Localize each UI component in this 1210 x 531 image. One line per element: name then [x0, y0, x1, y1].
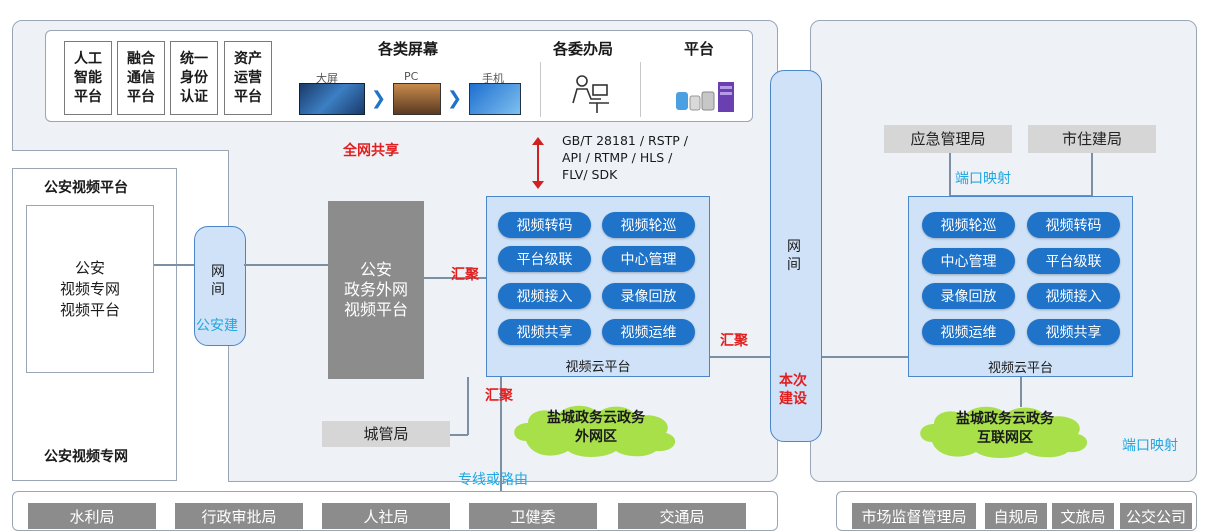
huiju-label-2: 汇聚: [720, 333, 748, 349]
link-chengguan-h: [450, 434, 468, 436]
link-extranet-cloud: [424, 277, 486, 279]
right-pill-transcode: 视频转码: [1027, 212, 1120, 238]
gov-extranet-platform: 公安 政务外网 视频平台: [328, 201, 424, 379]
ai-platform-tile: 人工 智能 平台: [64, 41, 112, 115]
housing-bureau-box: 市住建局: [1028, 125, 1156, 153]
platform-title: 平台: [684, 40, 715, 58]
link-rtop-h: [949, 195, 1092, 197]
bottom-box-natural: 自规局: [985, 503, 1047, 529]
link-cloud-down: [500, 377, 502, 492]
chevron-right-icon: ❯: [371, 88, 387, 109]
left-pill-ops: 视频运维: [602, 319, 695, 345]
screen-label-pc: PC: [404, 70, 419, 83]
left-network-label: 盐城政务云政务 外网区: [547, 410, 645, 445]
left-pill-patrol: 视频轮巡: [602, 212, 695, 238]
left-pill-access: 视频接入: [498, 283, 591, 309]
port-mapping-bottom: 端口映射: [1122, 438, 1178, 454]
right-network-label: 盐城政务云政务 互联网区: [956, 411, 1054, 446]
bottom-box-market: 市场监督管理局: [852, 503, 976, 529]
link-rtop2: [1091, 153, 1093, 196]
left-pill-playback: 录像回放: [602, 283, 695, 309]
link-cloud-chengguan: [467, 377, 469, 435]
left-pill-center: 中心管理: [602, 246, 695, 272]
huiju-label-3: 汇聚: [485, 388, 513, 404]
link-rtop1: [949, 153, 951, 196]
chevron-right-icon: ❯: [447, 88, 463, 109]
police-gateway: [194, 226, 246, 346]
dedicated-line-label: 专线或路由: [458, 472, 528, 488]
share-label: 全网共享: [343, 143, 399, 159]
port-mapping-top: 端口映射: [955, 171, 1011, 187]
right-cloud-caption: 视频云平台: [987, 361, 1053, 376]
identity-auth-tile: 统一 身份 认证: [170, 41, 218, 115]
right-pill-playback: 录像回放: [922, 283, 1015, 309]
bottom-box-hr: 人社局: [322, 503, 450, 529]
region-cutout-top: [12, 150, 229, 151]
screens-title: 各类屏幕: [378, 40, 439, 58]
screen-label-big: 大屏: [316, 72, 338, 85]
office-worker-icon: [567, 73, 611, 115]
bottom-box-transport: 交通局: [618, 503, 746, 529]
right-pill-share: 视频共享: [1027, 319, 1120, 345]
divider: [640, 62, 641, 117]
left-network-cloud: [506, 401, 686, 457]
left-cloud-caption: 视频云平台: [565, 360, 631, 375]
big-screen-image: [299, 83, 365, 115]
bottom-box-approval: 行政审批局: [175, 503, 303, 529]
police-gateway-label: 网 间: [211, 264, 225, 298]
right-pill-cascade: 平台级联: [1027, 248, 1120, 274]
phone-image: [469, 83, 521, 115]
bottom-box-water: 水利局: [28, 503, 156, 529]
bottom-box-tourism: 文旅局: [1052, 503, 1114, 529]
bottom-box-bus: 公交公司: [1120, 503, 1192, 529]
link-cloud-center: [710, 356, 770, 358]
right-pill-access: 视频接入: [1027, 283, 1120, 309]
fusion-comm-tile: 融合 通信 平台: [117, 41, 165, 115]
police-network-label: 公安视频专网: [44, 449, 128, 465]
police-title: 公安视频平台: [44, 180, 128, 196]
right-pill-ops: 视频运维: [922, 319, 1015, 345]
center-gateway-bottom: 本次 建设: [779, 373, 807, 407]
screen-label-phone: 手机: [482, 72, 504, 85]
police-build-label: 公安建: [196, 318, 238, 334]
protocols-text: GB/T 28181 / RSTP / API / RTMP / HLS / F…: [562, 133, 688, 182]
pc-image: [393, 83, 441, 115]
left-pill-cascade: 平台级联: [498, 246, 591, 272]
left-pill-share: 视频共享: [498, 319, 591, 345]
huiju-label-1: 汇聚: [451, 267, 479, 283]
emergency-bureau-box: 应急管理局: [884, 125, 1012, 153]
right-pill-center: 中心管理: [922, 248, 1015, 274]
center-gateway-top: 网 间: [787, 239, 801, 273]
police-inner-box: 公安 视频专网 视频平台: [26, 205, 154, 373]
divider: [540, 62, 541, 117]
chengguan-box: 城管局: [322, 421, 450, 447]
right-network-cloud: [912, 402, 1098, 458]
office-title: 各委办局: [553, 40, 614, 58]
asset-ops-tile: 资产 运营 平台: [224, 41, 272, 115]
left-pill-transcode: 视频转码: [498, 212, 591, 238]
right-pill-patrol: 视频轮巡: [922, 212, 1015, 238]
link-gateway-extranet: [244, 264, 328, 266]
link-center-rightcloud: [820, 356, 908, 358]
double-arrow-icon: [531, 137, 545, 189]
link-right-down: [1020, 377, 1022, 407]
center-gateway: [770, 70, 822, 442]
server-stack-icon: [674, 78, 736, 114]
bottom-box-health: 卫健委: [469, 503, 597, 529]
link-police-gateway: [154, 264, 194, 266]
